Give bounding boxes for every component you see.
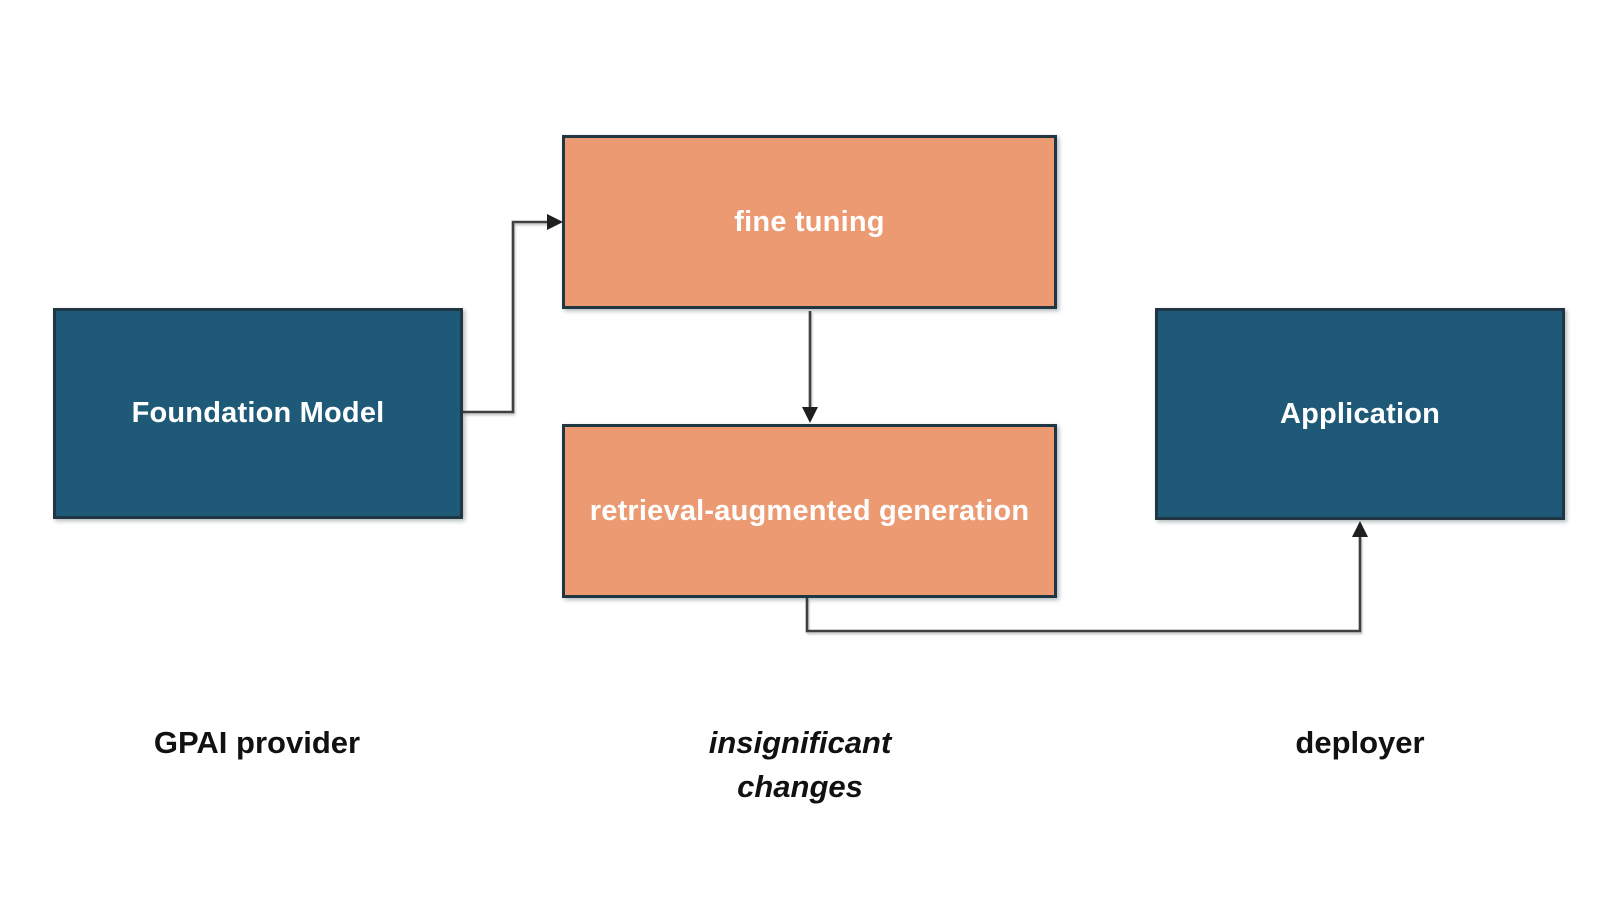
caption-gpai-provider-text: GPAI provider [153, 725, 361, 760]
caption-insignificant-changes-line1: insignificant [708, 725, 892, 760]
connector-foundation-to-finetuning [463, 214, 563, 414]
retrieval-augmented-generation-label: retrieval-augmented generation [589, 494, 1030, 527]
arrowhead-right-icon [547, 214, 563, 230]
fine-tuning-label: fine tuning [734, 205, 885, 238]
connector-elbow-line [463, 220, 548, 414]
caption-deployer-text: deployer [1295, 725, 1425, 760]
caption-insignificant-changes-line2: changes [737, 769, 863, 804]
arrowhead-down-icon [802, 407, 818, 423]
caption-insignificant-changes: insignificant changes [640, 721, 960, 809]
caption-gpai-provider: GPAI provider [97, 721, 417, 765]
arrowhead-up-icon [1352, 521, 1368, 537]
caption-deployer: deployer [1200, 721, 1520, 765]
foundation-model-label: Foundation Model [131, 397, 385, 429]
connector-finetuning-to-rag [802, 311, 818, 423]
retrieval-augmented-generation-node: retrieval-augmented generation [562, 424, 1057, 598]
application-node: Application [1155, 308, 1565, 520]
application-label: Application [1279, 397, 1441, 430]
fine-tuning-node: fine tuning [562, 135, 1057, 309]
foundation-model-node: Foundation Model [53, 308, 463, 519]
